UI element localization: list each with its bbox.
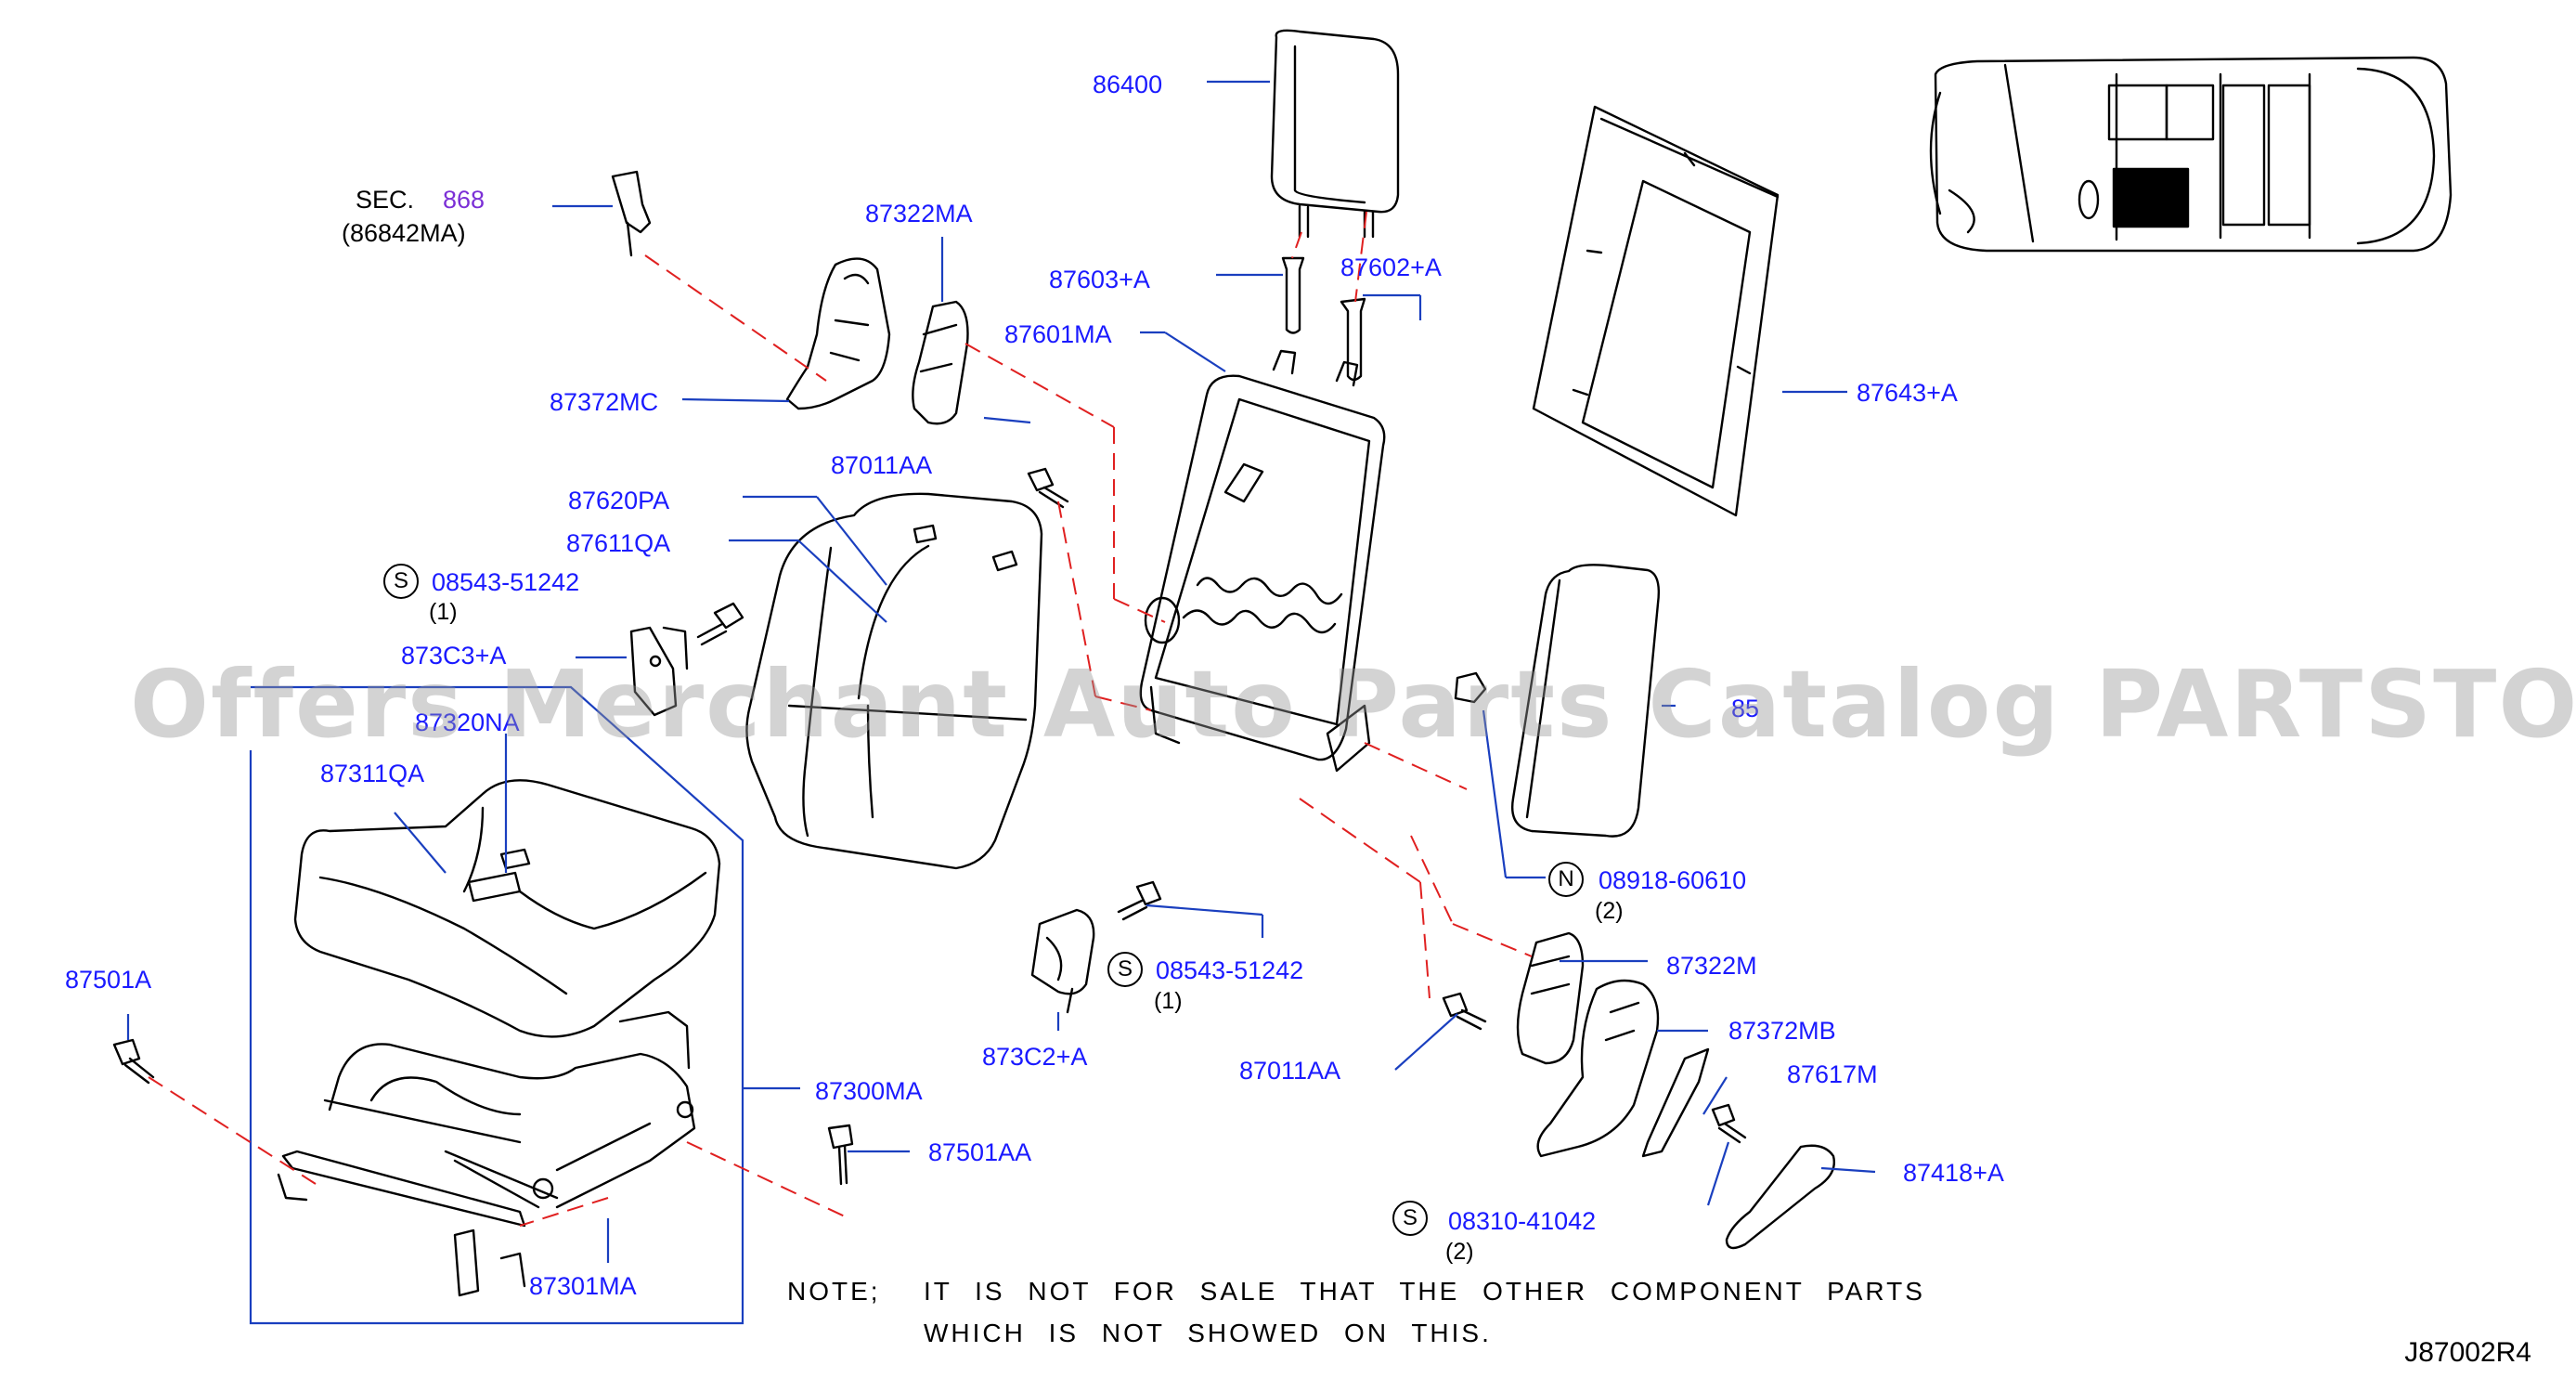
diagram-code: J87002R4 [2404, 1337, 2531, 1368]
part-label-87300ma[interactable]: 87300MA [815, 1077, 923, 1105]
bolt-87501aa [827, 1124, 854, 1186]
bracket-873c2a [1030, 908, 1095, 1014]
part-label-87643a[interactable]: 87643+A [1857, 379, 1958, 407]
bolt-08543-top [696, 602, 744, 646]
part-label-87372mb[interactable]: 87372MB [1728, 1017, 1836, 1045]
part-label-87322ma[interactable]: 87322MA [865, 200, 973, 228]
part-label-87011aa-bottom[interactable]: 87011AA [1239, 1057, 1341, 1085]
bolt-87501a [112, 1038, 155, 1085]
quantity-08310: (2) [1445, 1239, 1474, 1265]
guide-87602a [1340, 297, 1366, 382]
s-badge-icon: S [383, 564, 419, 599]
part-label-87011aa-top[interactable]: 87011AA [831, 451, 933, 479]
back-board-85 [1511, 564, 1661, 838]
part-label-87501a[interactable]: 87501A [65, 966, 152, 994]
bolt-87011aa-top [1027, 467, 1069, 509]
part-label-87322m[interactable]: 87322M [1666, 952, 1757, 980]
quantity-08543-mid: (1) [1154, 988, 1183, 1014]
vehicle-locator-illustration [1929, 56, 2453, 253]
part-label-87501aa[interactable]: 87501AA [928, 1138, 1032, 1166]
bolt-87011aa-bottom [1442, 992, 1487, 1031]
part-label-08543-mid[interactable]: 08543-51242 [1156, 956, 1304, 984]
note-line-1: IT IS NOT FOR SALE THAT THE OTHER COMPON… [924, 1277, 1925, 1306]
guide-87603a [1281, 256, 1305, 334]
part-label-87418a[interactable]: 87418+A [1903, 1159, 2004, 1187]
part-label-85[interactable]: 85 [1731, 695, 1760, 722]
seatback-pad-87643a [1532, 105, 1780, 517]
part-label-87301ma[interactable]: 87301MA [529, 1272, 637, 1300]
seat-cushion-87320na [293, 779, 721, 1038]
n-badge-icon: N [1548, 862, 1584, 897]
part-label-87620pa[interactable]: 87620PA [568, 487, 670, 514]
part-label-08310[interactable]: 08310-41042 [1448, 1207, 1597, 1235]
finisher-87372mb [1536, 979, 1660, 1158]
seatback-frame-87601ma [1139, 349, 1386, 773]
part-label-87602a[interactable]: 87602+A [1340, 254, 1442, 281]
quantity-08543-top: (1) [429, 599, 458, 625]
part-label-873c2a[interactable]: 873C2+A [982, 1043, 1088, 1071]
finisher-87372mc [785, 257, 891, 410]
s-badge-icon: S [1107, 952, 1143, 987]
part-label-873c3a[interactable]: 873C3+A [401, 642, 507, 670]
bolt-08543-mid [1117, 880, 1162, 921]
s-badge-icon: S [1392, 1201, 1428, 1236]
part-label-87611qa[interactable]: 87611QA [566, 529, 671, 557]
recliner-cover-87322ma [912, 300, 969, 425]
headrest-86400 [1270, 29, 1400, 239]
seat-adjuster-87301ma [277, 1010, 696, 1297]
recliner-cover-87322m [1516, 931, 1585, 1065]
seatback-cover-87620pa [745, 492, 1043, 870]
part-label-87603a[interactable]: 87603+A [1049, 266, 1150, 293]
part-label-87320na[interactable]: 87320NA [415, 708, 520, 736]
note-prefix: NOTE; [787, 1277, 881, 1306]
seatbelt-buckle [611, 170, 652, 257]
part-label-08918[interactable]: 08918-60610 [1599, 866, 1747, 894]
part-label-86400[interactable]: 86400 [1093, 71, 1163, 98]
part-label-87311qa[interactable]: 87311QA [320, 760, 425, 787]
handle-87418a [1725, 1144, 1835, 1250]
section-subpart: (86842MA) [342, 219, 466, 247]
part-label-87601ma[interactable]: 87601MA [1004, 320, 1112, 348]
quantity-08918: (2) [1595, 898, 1624, 924]
nut-08918 [1454, 671, 1487, 704]
screw-08310 [1711, 1103, 1747, 1144]
part-label-87617m[interactable]: 87617M [1787, 1060, 1878, 1088]
lever-87617m [1641, 1047, 1710, 1158]
section-link-868[interactable]: 868 [443, 186, 485, 214]
part-label-08543-top[interactable]: 08543-51242 [432, 568, 580, 596]
note-line-2: WHICH IS NOT SHOWED ON THIS. [924, 1319, 1492, 1347]
bracket-873c3a [629, 626, 689, 717]
section-prefix: SEC. [356, 186, 415, 214]
part-label-87372mc[interactable]: 87372MC [550, 388, 659, 416]
